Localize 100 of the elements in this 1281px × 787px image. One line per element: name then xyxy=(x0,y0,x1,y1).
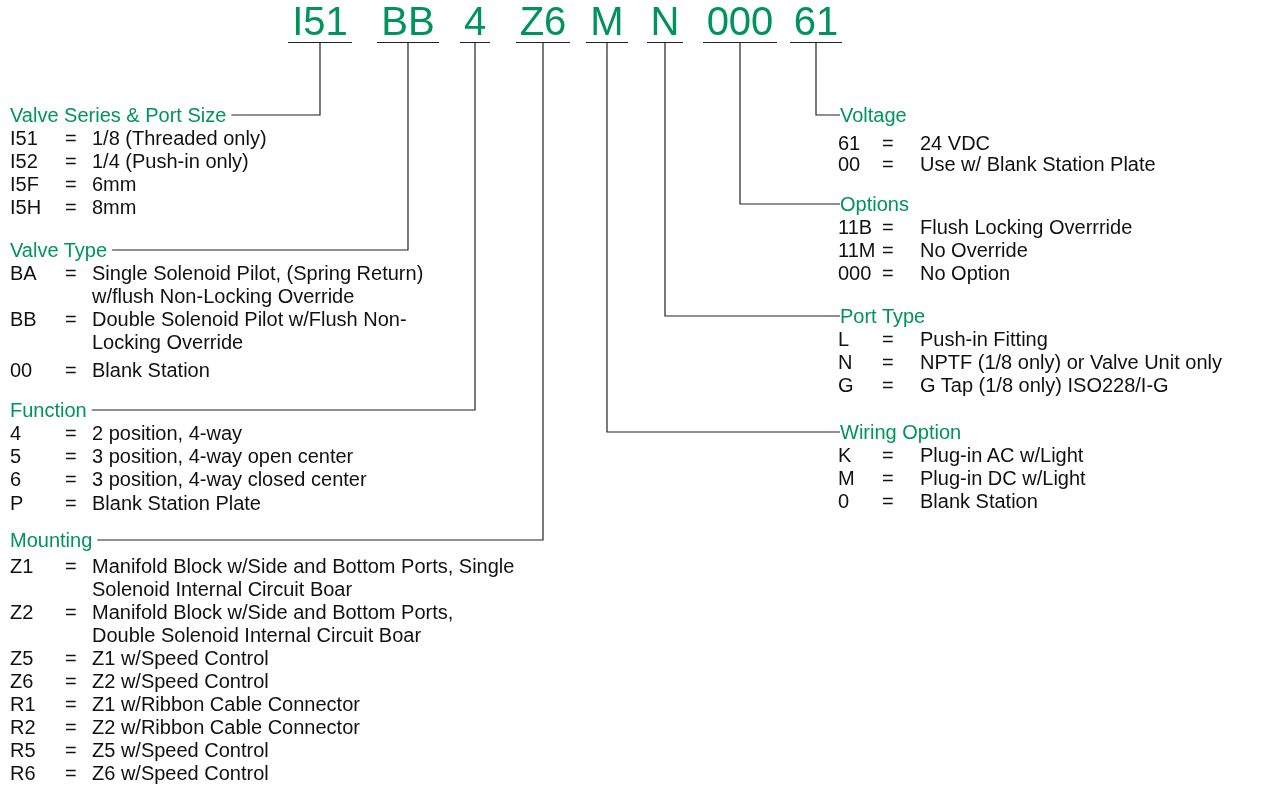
option-description: 1/8 (Threaded only) xyxy=(92,126,268,150)
option-code: 11B xyxy=(838,215,873,239)
option-code: L xyxy=(838,327,850,351)
option-description: 8mm xyxy=(92,195,138,219)
leader-line xyxy=(91,42,476,411)
model-code-segment: 000 xyxy=(702,0,778,43)
option-description: 3 position, 4-way open center xyxy=(92,444,355,468)
option-description: NPTF (1/8 only) or Valve Unit only xyxy=(920,350,1223,374)
equals-sign: = xyxy=(65,467,77,491)
option-code: P xyxy=(10,491,24,515)
equals-sign: = xyxy=(65,715,77,739)
category-heading: Voltage xyxy=(840,103,912,127)
equals-sign: = xyxy=(65,195,77,219)
leader-line xyxy=(96,42,544,541)
category-heading: Valve Type xyxy=(10,238,113,262)
model-code-segment: BB xyxy=(377,0,439,43)
option-code: 5 xyxy=(10,444,22,468)
equals-sign: = xyxy=(65,692,77,716)
equals-sign: = xyxy=(882,373,894,397)
option-description: G Tap (1/8 only) ISO228/I-G xyxy=(920,373,1170,397)
option-code: BA xyxy=(10,261,37,285)
equals-sign: = xyxy=(65,554,77,578)
model-code-segment: 4 xyxy=(459,0,491,43)
option-description: Z6 w/Speed Control xyxy=(92,761,270,785)
equals-sign: = xyxy=(882,327,894,351)
option-code: Z6 xyxy=(10,669,34,693)
equals-sign: = xyxy=(65,669,77,693)
equals-sign: = xyxy=(65,149,77,173)
option-description: Blank Station xyxy=(920,489,1039,513)
option-description: 6mm xyxy=(92,172,138,196)
equals-sign: = xyxy=(882,466,894,490)
option-code: R5 xyxy=(10,738,36,762)
category-heading: Valve Series & Port Size xyxy=(10,103,232,127)
option-description: Plug-in DC w/Light xyxy=(920,466,1087,490)
option-description: No Override xyxy=(920,238,1029,262)
equals-sign: = xyxy=(65,358,77,382)
option-description: Blank Station xyxy=(92,358,211,382)
option-description: Single Solenoid Pilot, (Spring Return) w/flush Non-Locking Override xyxy=(92,261,425,308)
option-code: R6 xyxy=(10,761,36,785)
option-code: 6 xyxy=(10,467,22,491)
option-code: 11M xyxy=(838,238,876,262)
option-code: R1 xyxy=(10,692,36,716)
equals-sign: = xyxy=(65,738,77,762)
category-heading: Options xyxy=(840,192,914,216)
option-code: I52 xyxy=(10,149,38,173)
option-code: BB xyxy=(10,307,37,331)
model-code-segment: I51 xyxy=(288,0,352,43)
equals-sign: = xyxy=(65,491,77,515)
option-code: G xyxy=(838,373,854,397)
category-heading: Wiring Option xyxy=(840,420,967,444)
equals-sign: = xyxy=(882,443,894,467)
option-code: I5F xyxy=(10,172,39,196)
leader-line xyxy=(664,42,841,317)
option-code: 4 xyxy=(10,421,22,445)
option-code: Z5 xyxy=(10,646,34,670)
leader-line xyxy=(230,42,321,116)
option-description: No Option xyxy=(920,261,1012,285)
category-heading: Port Type xyxy=(840,304,931,328)
equals-sign: = xyxy=(65,646,77,670)
equals-sign: = xyxy=(65,172,77,196)
option-description: Flush Locking Overrride xyxy=(920,215,1134,239)
option-description: Plug-in AC w/Light xyxy=(920,443,1085,467)
model-code-segment: M xyxy=(586,0,628,43)
equals-sign: = xyxy=(65,421,77,445)
option-code: Z2 xyxy=(10,600,34,624)
leader-line xyxy=(739,42,841,205)
option-description: Blank Station Plate xyxy=(92,491,262,515)
option-description: 1/4 (Push-in only) xyxy=(92,149,250,173)
category-heading: Mounting xyxy=(10,528,98,552)
option-description: Z1 w/Ribbon Cable Connector xyxy=(92,692,361,716)
option-code: I5H xyxy=(10,195,42,219)
option-code: N xyxy=(838,350,853,374)
option-code: 00 xyxy=(838,152,861,176)
option-code: M xyxy=(838,466,855,490)
option-description: Push-in Fitting xyxy=(920,327,1049,351)
option-description: Z2 w/Ribbon Cable Connector xyxy=(92,715,361,739)
option-description: Z1 w/Speed Control xyxy=(92,646,270,670)
equals-sign: = xyxy=(65,261,77,285)
option-code: 000 xyxy=(838,261,872,285)
equals-sign: = xyxy=(882,215,894,239)
option-code: R2 xyxy=(10,715,36,739)
option-code: 61 xyxy=(838,131,861,155)
equals-sign: = xyxy=(882,261,894,285)
category-heading: Function xyxy=(10,398,92,422)
option-description: Z2 w/Speed Control xyxy=(92,669,270,693)
option-code: Z1 xyxy=(10,554,34,578)
option-code: 00 xyxy=(10,358,33,382)
equals-sign: = xyxy=(65,444,77,468)
leader-line xyxy=(111,42,409,251)
equals-sign: = xyxy=(65,307,77,331)
leader-line xyxy=(815,42,841,116)
option-code: I51 xyxy=(10,126,38,150)
leader-line xyxy=(606,42,841,433)
option-description: Use w/ Blank Station Plate xyxy=(920,152,1157,176)
equals-sign: = xyxy=(882,350,894,374)
equals-sign: = xyxy=(882,489,894,513)
option-description: Double Solenoid Pilot w/Flush Non-Locking Override xyxy=(92,307,408,354)
model-code-segment: 61 xyxy=(789,0,843,43)
equals-sign: = xyxy=(65,600,77,624)
equals-sign: = xyxy=(882,152,894,176)
